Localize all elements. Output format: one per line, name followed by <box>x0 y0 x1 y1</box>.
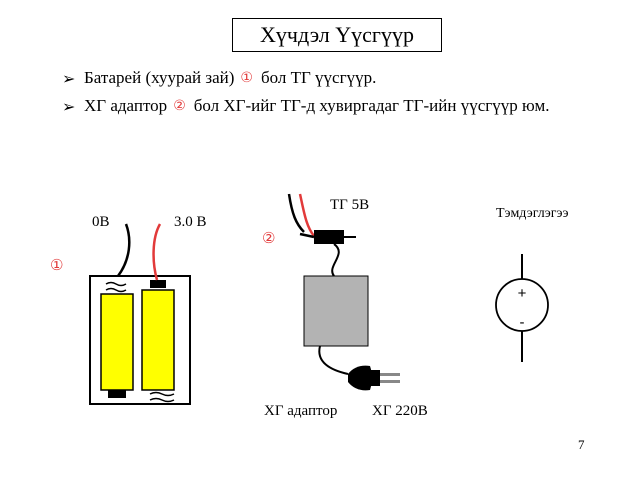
bullet-text: бол ТГ үүсгүүр. <box>260 68 377 87</box>
marker-1: ① <box>240 70 253 86</box>
adapter-dc-label: ТГ 5В <box>330 197 370 213</box>
battery-cell-right <box>141 289 175 391</box>
adapter-label: ХГ адаптор <box>264 403 338 419</box>
bullet-adapter: ➢ ХГ адаптор ② бол ХГ-ийг ТГ-д хувиргада… <box>62 96 549 116</box>
arrow-bullet-icon: ➢ <box>62 68 76 88</box>
slide-title: Хүчдэл Үүсгүүр <box>232 18 442 52</box>
page-number: 7 <box>578 437 585 452</box>
symbol-plus: + <box>518 285 527 302</box>
battery-positive-label: 3.0 В <box>174 214 207 230</box>
voltage-source-symbol: + - <box>495 254 549 362</box>
bullet-text: Батарей (хуурай зай) <box>84 68 235 87</box>
battery-holder-icon <box>89 223 191 405</box>
battery-marker: ① <box>50 256 64 274</box>
slide-title-text: Хүчдэл Үүсгүүр <box>260 22 414 47</box>
bullet-text: ХГ адаптор <box>84 96 168 115</box>
bullet-battery: ➢ Батарей (хуурай зай) ① бол ТГ үүсгүүр. <box>62 68 376 88</box>
bullet-text: бол ХГ-ийг ТГ-д хувиргадаг ТГ-ийн үүсгүү… <box>193 96 550 115</box>
symbol-label: Тэмдэглэгээ <box>496 206 569 221</box>
battery-negative-label: 0В <box>92 214 110 230</box>
adapter-marker: ② <box>262 229 276 247</box>
adapter-ac-label: ХГ 220В <box>372 403 428 419</box>
battery-cell-left <box>100 293 134 391</box>
symbol-minus: - <box>520 314 525 331</box>
marker-2: ② <box>173 98 186 114</box>
ac-adapter-icon <box>287 193 400 391</box>
arrow-bullet-icon: ➢ <box>62 96 76 116</box>
